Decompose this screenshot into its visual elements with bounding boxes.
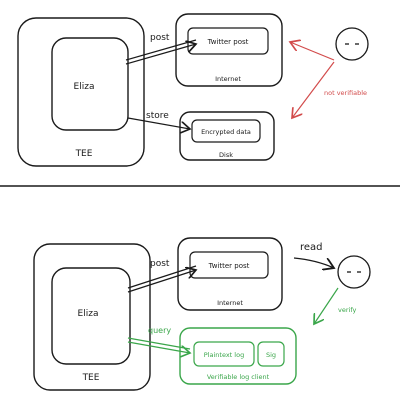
top-diagram: Eliza TEE Twitter post Internet Encrypte…: [17, 13, 369, 167]
bottom-twitter-post-label: Twitter post: [208, 262, 250, 270]
top-tee-label: TEE: [75, 149, 93, 159]
bottom-verify-label: verify: [338, 306, 356, 314]
top-not-verifiable-label: not verifiable: [324, 89, 367, 97]
bottom-eliza-label: Eliza: [78, 309, 99, 319]
top-eliza-label: Eliza: [74, 82, 95, 92]
bottom-tee-label: TEE: [82, 373, 100, 383]
top-twitter-post-label: Twitter post: [207, 38, 249, 46]
top-disk-label: Disk: [219, 151, 233, 159]
top-internet-label: Internet: [215, 75, 241, 83]
top-store-label: store: [146, 111, 169, 121]
bottom-internet-box: [177, 237, 283, 311]
bottom-plaintext-log-box: [193, 341, 255, 367]
bottom-sig-box: [257, 341, 285, 367]
top-store-arrow: [127, 117, 190, 129]
top-encrypted-data-box: [191, 119, 261, 143]
bottom-verifiable-log-client-label: Verifiable log client: [207, 373, 270, 381]
bottom-read-label: read: [300, 242, 323, 253]
bottom-post-arrow: [127, 265, 196, 293]
bottom-internet-label: Internet: [217, 299, 243, 307]
top-post-label: post: [150, 33, 170, 43]
bottom-read-arrow: [293, 257, 334, 268]
bottom-verify-arrow: [314, 287, 339, 324]
bottom-query-arrow: [127, 337, 190, 353]
top-not-verifiable-arrows: [290, 42, 335, 118]
top-disk-box: [179, 111, 275, 161]
top-encrypted-data-label: Encrypted data: [201, 128, 251, 136]
bottom-face-icon: [337, 255, 371, 289]
bottom-twitter-post-box: [189, 251, 269, 279]
top-face-icon: [335, 27, 369, 61]
top-eliza-box: [51, 37, 129, 131]
bottom-tee-box: [33, 243, 151, 391]
bottom-sig-label: Sig: [266, 351, 276, 359]
bottom-post-label: post: [150, 259, 170, 269]
top-post-arrow: [125, 39, 196, 65]
bottom-query-label: query: [148, 326, 171, 335]
bottom-eliza-box: [51, 267, 131, 365]
bottom-diagram: Eliza TEE Twitter post Internet post rea…: [33, 237, 371, 391]
top-tee-box: [17, 17, 145, 167]
bottom-plaintext-log-label: Plaintext log: [204, 351, 244, 359]
